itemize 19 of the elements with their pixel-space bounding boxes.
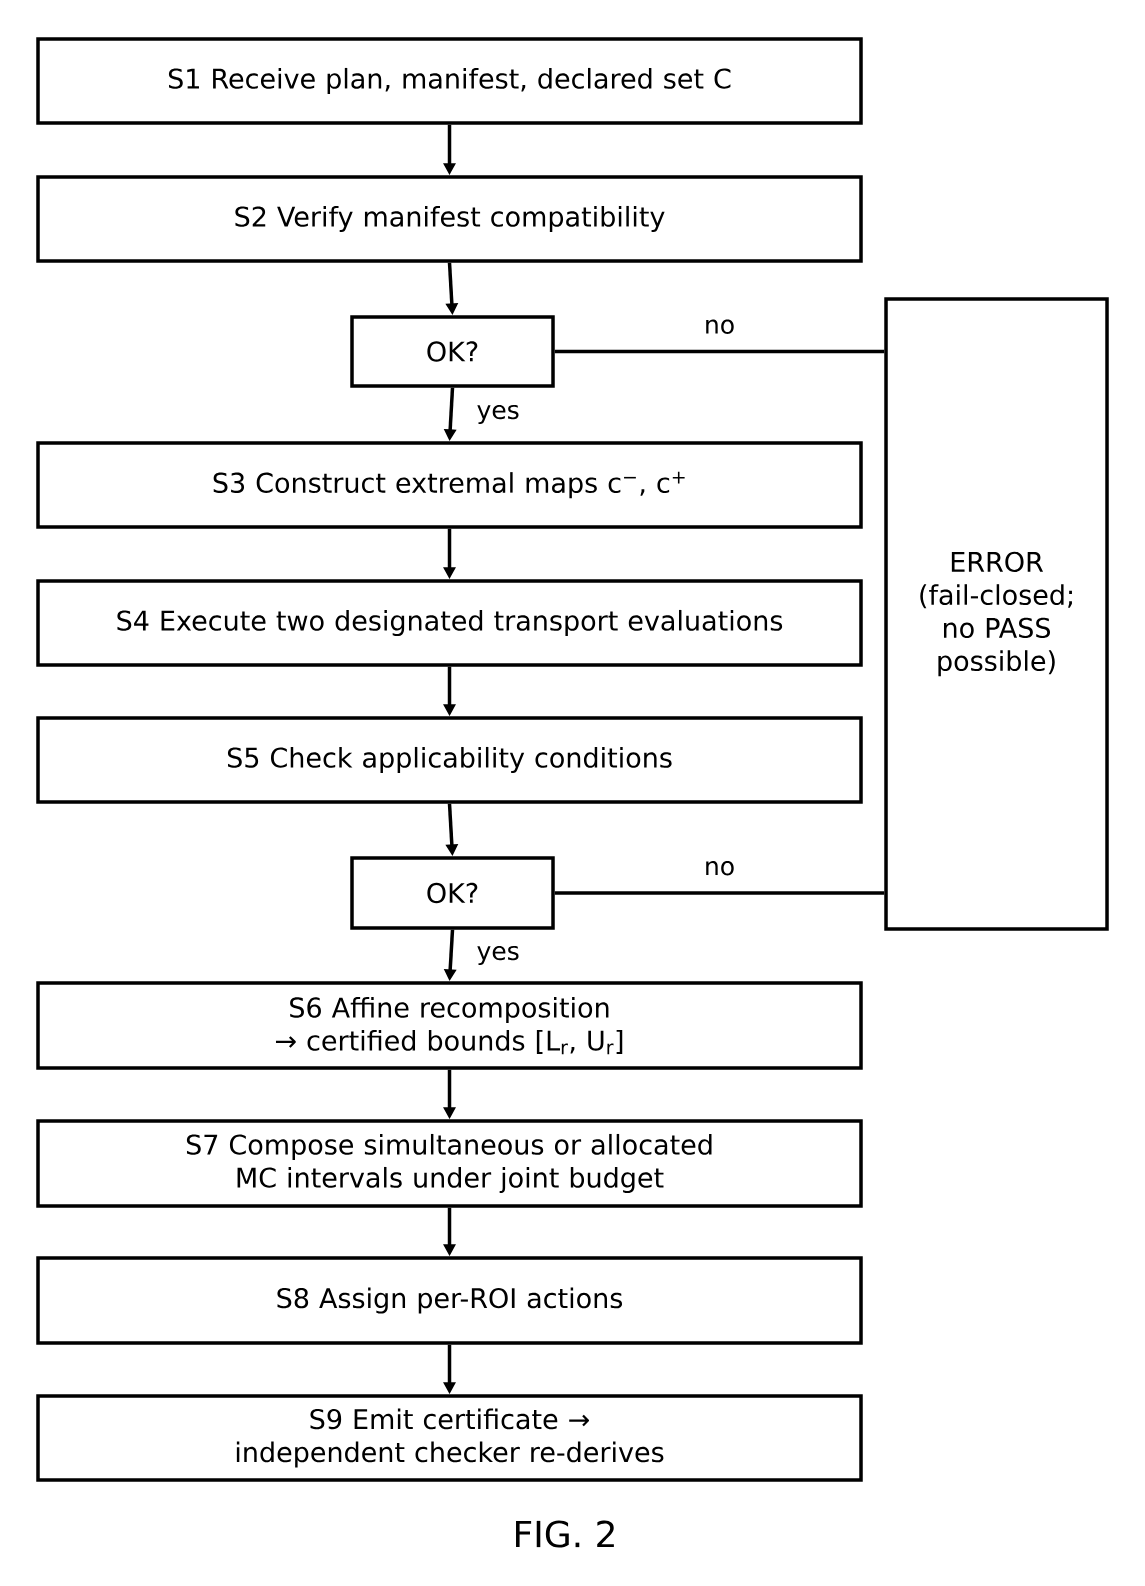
process-box: S4 Execute two designated transport evaluations: [36, 579, 863, 667]
figure-caption: FIG. 2: [516, 1520, 614, 1548]
process-box: S5 Check applicability conditions: [36, 716, 863, 804]
error-box: ERROR (fail-closed; no PASS possible): [884, 297, 1109, 931]
decision-box: OK?: [350, 856, 555, 930]
decision-box: OK?: [350, 315, 555, 388]
process-box: S3 Construct extremal maps c$^{−}$, c$^{+}$: [36, 441, 863, 529]
process-box: S8 Assign per-ROI actions: [36, 1256, 863, 1345]
process-box: S7 Compose simultaneous or allocated MC intervals under joint budget: [36, 1119, 863, 1208]
process-box: S9 Emit certificate → independent checker re-derives: [36, 1394, 863, 1482]
edge-label: no: [706, 861, 734, 876]
connector-line: [554, 891, 885, 895]
process-box: S2 Verify manifest compatibility: [36, 175, 863, 263]
process-box: S6 Affine recomposition → certified bounds [L$_{r}$, U$_{r}$]: [36, 981, 863, 1070]
connector-line: [554, 349, 885, 354]
process-box: S1 Receive plan, manifest, declared set C: [36, 37, 863, 125]
edge-label: yes: [477, 945, 519, 966]
edge-label: no: [706, 319, 734, 334]
edge-label: yes: [477, 404, 519, 425]
